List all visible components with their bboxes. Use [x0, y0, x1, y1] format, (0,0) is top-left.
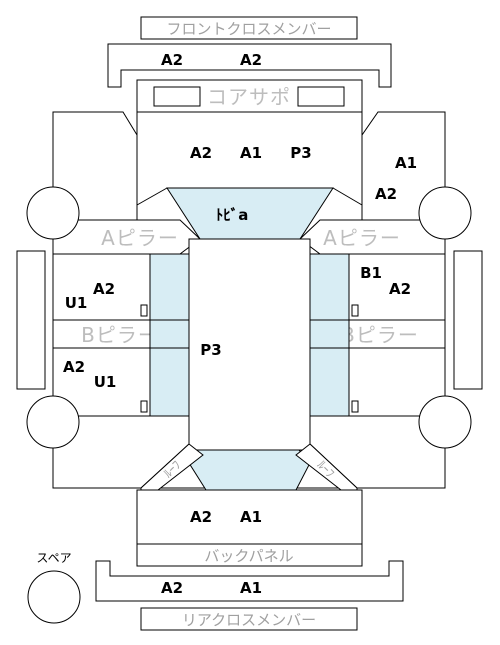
grade-rear-cross-left: A2 — [161, 579, 183, 597]
front-cross-member: フロントクロスメンバー A2 A2 — [107, 16, 392, 88]
grade-front-left-door-1: A2 — [93, 280, 115, 298]
a-pillar-left-label: Aピラー — [101, 226, 179, 250]
core-support-left-slot — [153, 86, 201, 107]
rear-cross-member-bracket — [95, 560, 404, 602]
door-handle-front-right — [351, 304, 359, 317]
core-support-label: コアサポ — [207, 85, 291, 109]
a-pillar-right-label: Aピラー — [323, 226, 401, 250]
b-pillar-left-label: Bピラー — [81, 323, 159, 347]
grade-front-right-door-2: A2 — [389, 280, 411, 298]
rear-cross-member-label-box — [140, 607, 358, 631]
wheel-rear-left — [26, 395, 80, 449]
grade-front-cross-left: A2 — [161, 51, 183, 69]
spare-label: スペア — [36, 551, 71, 565]
left-fender-link — [136, 187, 168, 206]
rear-cross-member: A2 A1 リアクロスメンバー — [95, 560, 404, 631]
side-skirt-right — [453, 250, 483, 390]
grade-front-right-door-1: B1 — [360, 264, 382, 282]
wheel-front-left — [26, 186, 80, 240]
door-handle-rear-right — [351, 400, 359, 413]
a-pillar-left: Aピラー — [52, 219, 201, 255]
grade-front-cross-right: A2 — [240, 51, 262, 69]
front-cross-member-label-box — [140, 16, 358, 40]
front-cross-member-bracket — [107, 43, 392, 88]
grade-trunk-1: A2 — [190, 508, 212, 526]
window-left — [149, 253, 190, 417]
grade-rear-left-door-1: A2 — [63, 358, 85, 376]
right-fender-link — [332, 187, 363, 206]
wheel-front-right — [418, 186, 472, 240]
wheel-rear-right — [418, 395, 472, 449]
grade-rear-left-door-2: U1 — [94, 373, 117, 391]
door-handle-rear-left — [140, 400, 148, 413]
grade-front-left-door-2: U1 — [65, 294, 88, 312]
rear-cross-member-label: リアクロスメンバー — [182, 611, 316, 629]
side-skirt-left — [16, 250, 46, 390]
roof-panel — [188, 238, 311, 451]
spare-tire — [27, 570, 81, 624]
grade-rear-cross-right: A1 — [240, 579, 262, 597]
grade-right-fender-1: A1 — [395, 154, 417, 172]
grade-hood-1: A2 — [190, 144, 212, 162]
grade-right-fender-2: A2 — [375, 185, 397, 203]
dash-label: ﾄﾋﾞa — [216, 206, 249, 224]
grade-trunk-2: A1 — [240, 508, 262, 526]
back-panel — [136, 543, 363, 567]
trunk-lid — [136, 489, 363, 545]
grade-hood-2: A1 — [240, 144, 262, 162]
core-support-right-slot — [297, 86, 345, 107]
window-right — [309, 253, 350, 417]
grade-roof: P3 — [200, 341, 221, 359]
front-cross-member-label: フロントクロスメンバー — [166, 20, 331, 38]
b-pillar-right-label: Bピラー — [341, 323, 419, 347]
core-support: コアサポ — [136, 79, 363, 113]
door-handle-front-left — [140, 304, 148, 317]
grade-hood-3: P3 — [290, 144, 311, 162]
back-panel-label: バックパネル — [204, 547, 293, 565]
rear-window — [188, 449, 311, 491]
